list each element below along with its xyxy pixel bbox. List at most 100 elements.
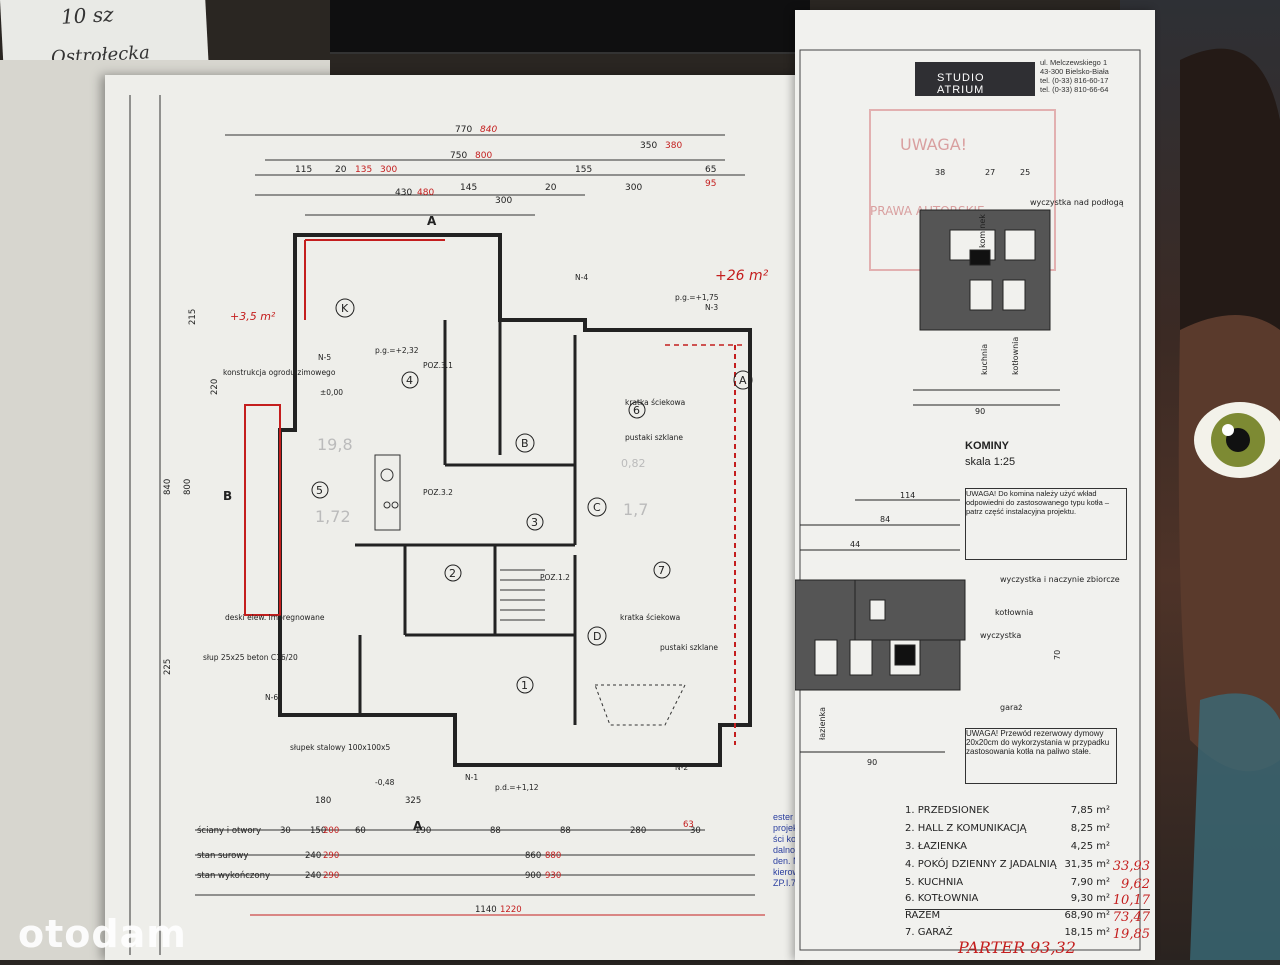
row-walls-val-3: 60 <box>355 826 366 836</box>
axis-c: C <box>593 501 601 514</box>
svg-text:95: 95 <box>705 179 716 189</box>
svg-text:155: 155 <box>575 165 592 175</box>
svg-text:840: 840 <box>480 125 497 135</box>
row-walls-val-4: 190 <box>415 826 431 836</box>
row-wyk-val-1: 290 <box>323 871 339 881</box>
note-line-1: 10 sz <box>60 2 115 29</box>
svg-text:770: 770 <box>455 125 472 135</box>
pg-label-2: p.g.=+1,75 <box>675 293 719 302</box>
chimney-dim-90: 90 <box>975 407 985 416</box>
label-wyczystka-naczynie: wyczystka i naczynie zbiorcze <box>1000 575 1120 584</box>
row-surowy-val-1: 290 <box>323 851 339 861</box>
deski-label: deski elew. impregnowane <box>225 613 325 622</box>
chimney-detail-sheet: UWAGA! PRAWA AUTORSKIE wyczystka nad pod… <box>794 10 1155 960</box>
slupek-label: słupek stalowy 100x100x5 <box>290 743 390 752</box>
uwaga-note-2: UWAGA! Przewód rezerwowy dymowy 20x20cm … <box>965 728 1117 784</box>
room-6-label: 6 <box>633 404 640 417</box>
area-left-mark: +3,5 m² <box>230 310 276 323</box>
chimney-dim-38: 38 <box>935 168 945 177</box>
chimney-dim-27: 27 <box>985 168 995 177</box>
row-wyk-val-2: 900 <box>525 871 541 881</box>
left-dim-1: 800 <box>183 479 193 495</box>
svg-text:300: 300 <box>495 196 512 206</box>
kratka-label-2: kratka ściekowa <box>620 613 680 622</box>
area-correction: 73,47 <box>1112 910 1150 925</box>
room-area-082: 0,82 <box>621 457 646 470</box>
section-a-top: A <box>427 214 437 228</box>
area-correction: 19,85 <box>1112 927 1150 942</box>
svg-text:145: 145 <box>460 183 477 193</box>
chimney2-dim-114: 114 <box>900 491 915 500</box>
neg-label: -0,48 <box>375 778 395 787</box>
label-kotlownia: kotłownia <box>1011 337 1020 375</box>
pustaki-label-1: pustaki szklane <box>625 433 683 442</box>
label-garaz: garaż <box>1000 703 1022 712</box>
row-walls-val-0: 30 <box>280 826 291 836</box>
address-line-0: ul. Melczewskiego 1 <box>1040 58 1108 67</box>
svg-text:20: 20 <box>545 183 557 193</box>
axis-k: K <box>341 302 349 315</box>
svg-text:750: 750 <box>450 151 467 161</box>
svg-text:350: 350 <box>640 141 657 151</box>
svg-text:115: 115 <box>295 165 312 175</box>
area-name: 5. KUCHNIA <box>905 877 964 888</box>
chimney-dim-25: 25 <box>1020 168 1030 177</box>
area-row: 2. HALL Z KOMUNIKACJĄ 8,25 m² <box>905 823 1150 839</box>
area-value: 4,25 m² <box>1070 841 1110 852</box>
svg-text:65: 65 <box>705 165 716 175</box>
area-name: 4. POKÓJ DZIENNY Z JADALNIĄ <box>905 859 1057 870</box>
area-correction: 9,62 <box>1121 877 1150 892</box>
n6-label: N-6 <box>265 693 278 702</box>
chimney2-dim-44: 44 <box>850 540 860 549</box>
label-wyczystka-2: wyczystka <box>980 631 1021 640</box>
room-7-label: 7 <box>658 564 665 577</box>
area-name: 6. KOTŁOWNIA <box>905 893 979 904</box>
area-value: 9,30 m² <box>1070 893 1110 904</box>
row-surowy-val-3: 880 <box>545 851 561 861</box>
area-value: 8,25 m² <box>1070 823 1110 834</box>
room-3-label: 3 <box>531 516 538 529</box>
poz32-label: POZ.3.2 <box>423 488 453 497</box>
row-walls-val-7: 280 <box>630 826 646 836</box>
area-row: 7. GARAŻ 18,15 m² 19,85 <box>905 927 1150 943</box>
area-name: RAZEM <box>905 910 941 921</box>
otodam-watermark: otodam <box>18 912 187 956</box>
row-walls-val-6: 88 <box>560 826 571 836</box>
area-value: 31,35 m² <box>1064 859 1110 870</box>
slup-label: słup 25x25 beton C16/20 <box>203 653 298 662</box>
room-area-198: 19,8 <box>317 435 353 454</box>
label-kotlownia-2: kotłownia <box>995 608 1033 617</box>
room-1-label: 1 <box>521 679 528 692</box>
area-row-total: RAZEM 68,90 m² 73,47 <box>905 909 1150 926</box>
room-4-label: 4 <box>406 374 413 387</box>
section-a-bottom: A <box>413 819 423 833</box>
address-line-3: tel. (0-33) 810-66-64 <box>1040 85 1109 94</box>
uwaga-note-1: UWAGA! Do komina należy użyć wkład odpow… <box>965 488 1127 560</box>
poz31-label: POZ.3.1 <box>423 361 453 370</box>
left-dim-2: 225 <box>163 659 173 675</box>
row-label-wykonczony: stan wykończony <box>197 871 270 881</box>
area-value: 68,90 m² <box>1064 910 1110 921</box>
chimney2-dim-84: 84 <box>880 515 890 524</box>
area-name: 2. HALL Z KOMUNIKACJĄ <box>905 823 1027 834</box>
svg-text:800: 800 <box>475 151 492 161</box>
kominy-scale: skala 1:25 <box>965 456 1016 468</box>
kominy-title: KOMINY <box>965 440 1009 452</box>
svg-text:380: 380 <box>665 141 682 151</box>
label-kominek: kominek <box>978 214 987 248</box>
room-2-label: 2 <box>449 567 456 580</box>
area-row: 1. PRZEDSIONEK 7,85 m² <box>905 805 1150 821</box>
n5-label: N-5 <box>318 353 331 362</box>
svg-text:480: 480 <box>417 188 434 198</box>
studio-address: ul. Melczewskiego 1 43-300 Bielsko-Biała… <box>1040 58 1155 94</box>
poz12-label: POZ.1.2 <box>540 573 570 582</box>
area-row: 6. KOTŁOWNIA 9,30 m² 10,17 <box>905 893 1150 909</box>
axis-d: D <box>593 630 601 643</box>
area-value: 7,85 m² <box>1070 805 1110 816</box>
pustaki-label-2: pustaki szklane <box>660 643 718 652</box>
row-walls-val-8: 30 <box>690 826 701 836</box>
total-dim-corrected: 1220 <box>500 905 522 915</box>
total-dim: 1140 <box>475 905 497 915</box>
